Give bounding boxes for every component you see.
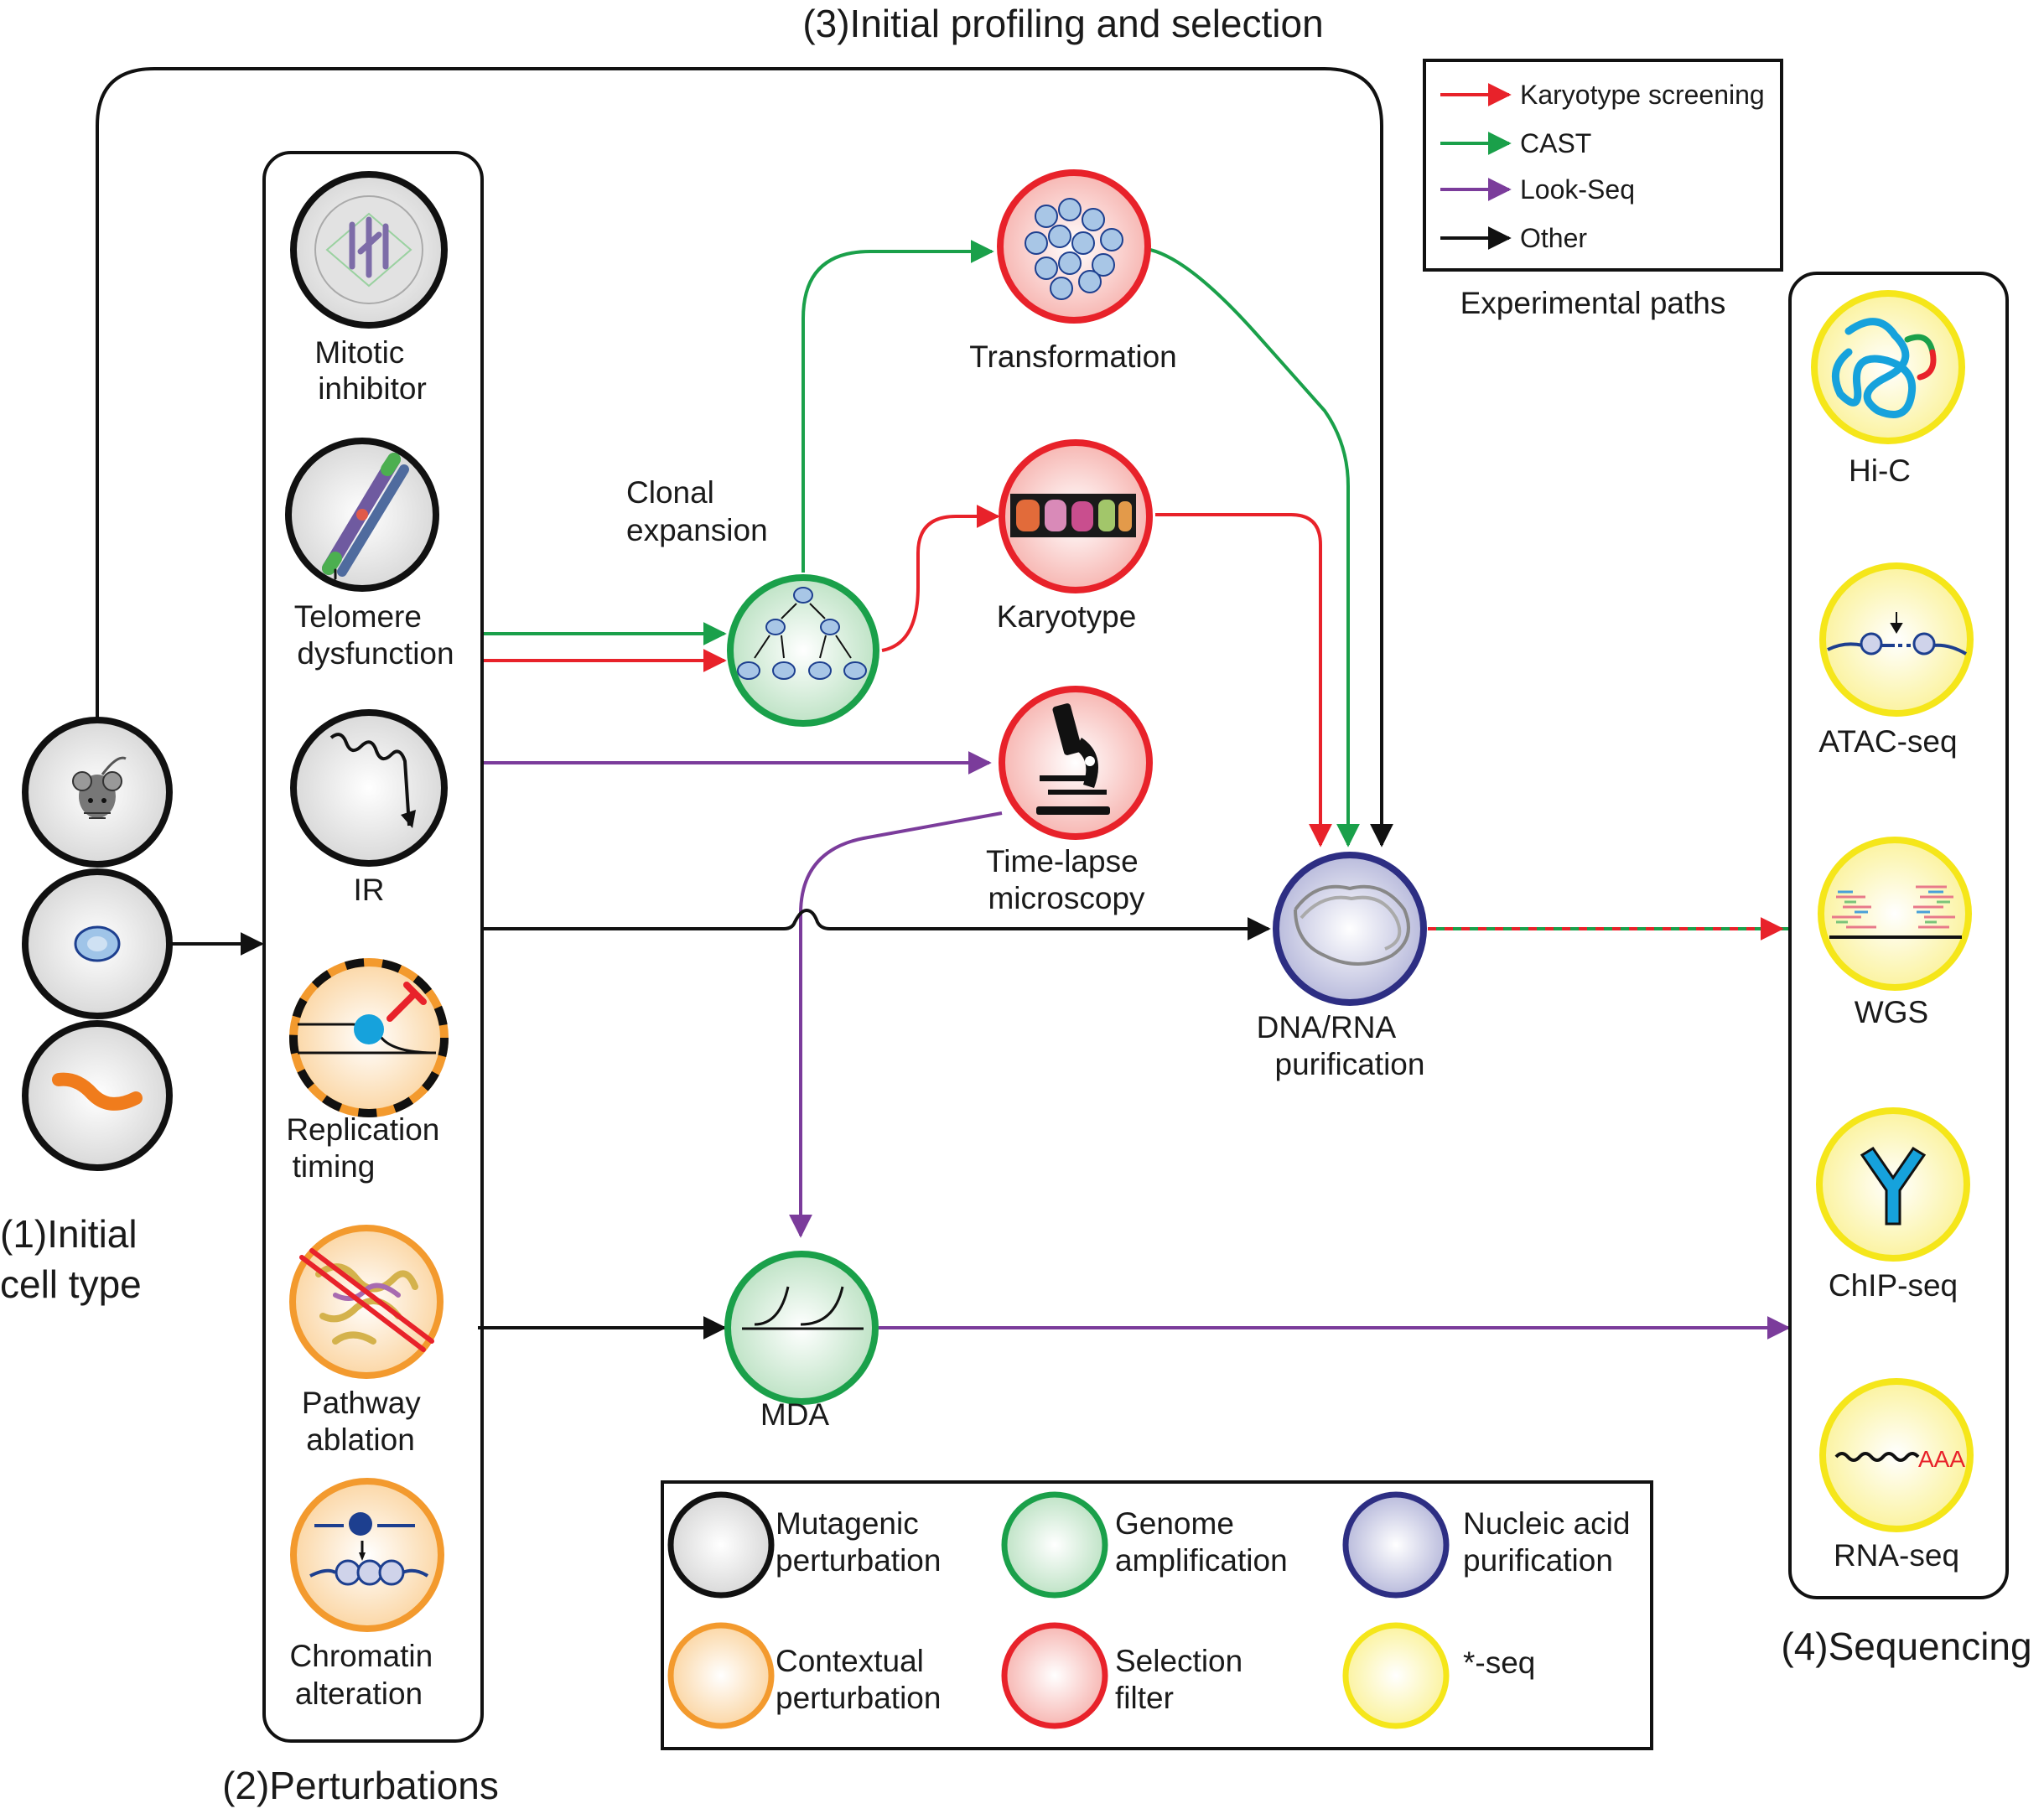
cell-type-mouse[interactable]: [22, 717, 173, 868]
perturbation-ir[interactable]: [290, 709, 448, 867]
svg-text:*-seq: *-seq: [1463, 1645, 1535, 1680]
path-other-to-purification: [484, 908, 1271, 941]
seq-chip-seq[interactable]: [1816, 1107, 1970, 1262]
perturbation-label: IR: [354, 873, 385, 907]
mouse-icon: [72, 756, 127, 819]
path-karyotype-to-purification: [1155, 513, 1332, 847]
svg-text:Karyotype screening: Karyotype screening: [1520, 80, 1765, 110]
seq-atac-seq[interactable]: [1819, 562, 1974, 717]
paths-legend-item-cast: CAST: [1440, 128, 1591, 158]
amplification-strand-icon: [742, 1286, 864, 1330]
cell-lineage-icon: [737, 587, 867, 680]
section-title-initial-cell-type: (1)Initial cell type: [0, 1212, 148, 1306]
paths-legend-item-other: Other: [1440, 223, 1587, 253]
path-cast-to-transformation: [802, 240, 994, 573]
cell-icon: [74, 925, 121, 962]
node-transformation[interactable]: [997, 169, 1151, 324]
mrna-icon: AAA: [1834, 1446, 1965, 1472]
step-label-mda: MDA: [760, 1397, 830, 1432]
path-karyotype-to-karyotype: [881, 505, 1000, 652]
perturbation-pathway-ablation[interactable]: [289, 1225, 444, 1379]
dna-helix-icon: [1294, 884, 1410, 966]
nucleosome-icon: [309, 1512, 429, 1586]
seq-wgs[interactable]: [1818, 837, 1972, 991]
connectors: [96, 67, 1791, 1340]
step-label-transformation: Transformation: [969, 339, 1176, 374]
step-label-clonal: Clonal expansion: [626, 475, 768, 547]
node-mda[interactable]: [724, 1251, 879, 1405]
perturbation-label: Mitotic inhibitor: [314, 335, 426, 406]
cell-type-worm[interactable]: [22, 1020, 173, 1171]
svg-text:Other: Other: [1520, 223, 1587, 253]
microscope-icon: [1036, 703, 1110, 815]
seq-label: ChIP-seq: [1829, 1268, 1958, 1303]
perturbation-replication-timing[interactable]: [289, 958, 449, 1117]
step-label-karyotype: Karyotype: [997, 599, 1137, 634]
paths-legend-item-karyotype: Karyotype screening: [1440, 80, 1765, 110]
perturbation-label: Telomere dysfunction: [294, 599, 454, 671]
node-legend-box: [661, 1480, 1653, 1750]
svg-text:Look-Seq: Look-Seq: [1520, 174, 1635, 205]
perturbation-label: Replication timing: [286, 1112, 448, 1184]
antibody-icon: [1860, 1146, 1927, 1226]
protein-structure-icon: [299, 1248, 434, 1352]
seq-rna-seq[interactable]: AAA: [1819, 1378, 1974, 1532]
paths-legend-title: Experimental paths: [1460, 286, 1726, 320]
seq-label: ATAC-seq: [1818, 724, 1957, 759]
reads-icon: [1829, 885, 1962, 939]
perturbation-label: Chromatin alteration: [290, 1639, 442, 1711]
chromatin-loop-icon: [1831, 318, 1937, 418]
karyogram-icon: [1010, 494, 1136, 537]
mitotic-spindle-icon: [314, 195, 423, 304]
seq-label: RNA-seq: [1834, 1538, 1959, 1573]
section-title-profiling: (3)Initial profiling and selection: [802, 2, 1323, 45]
node-legend-item-seq: *-seq: [1342, 1622, 1535, 1729]
path-cast-to-purification: [1149, 248, 1360, 847]
cell-cluster-icon: [1025, 198, 1123, 300]
radiation-wave-icon: [329, 733, 416, 828]
perturbation-telomere-dysfunction[interactable]: [285, 438, 439, 592]
polya-tail: AAA: [1918, 1446, 1965, 1472]
svg-text:CAST: CAST: [1520, 128, 1591, 158]
replication-fork-icon: [298, 982, 437, 1055]
seq-label: Hi-C: [1849, 453, 1911, 488]
section-title-sequencing: (4)Sequencing: [1781, 1625, 2031, 1668]
cell-type-cell[interactable]: [22, 868, 173, 1019]
chromosome-icon: [322, 453, 409, 580]
seq-hi-c[interactable]: [1811, 290, 1965, 444]
perturbation-label: Pathway ablation: [302, 1386, 429, 1457]
node-karyotype[interactable]: [999, 439, 1153, 593]
worm-icon: [52, 1072, 143, 1111]
sequencing-panel: [1788, 272, 2009, 1599]
transposase-icon: [1827, 612, 1968, 656]
perturbations-panel: [262, 151, 484, 1743]
node-dna-rna-purification[interactable]: [1273, 852, 1427, 1006]
perturbation-chromatin-alteration[interactable]: [290, 1478, 444, 1632]
paths-legend-box: [1423, 59, 1783, 272]
path-other-top-loop: [96, 67, 1393, 847]
paths-legend-item-lookseq: Look-Seq: [1440, 174, 1635, 205]
step-label-purification: DNA/RNA purification: [1257, 1010, 1425, 1081]
section-title-perturbations: (2)Perturbations: [222, 1764, 499, 1807]
step-label-timelapse: Time-lapse microscopy: [986, 844, 1147, 915]
seq-label: WGS: [1855, 995, 1928, 1029]
path-lookseq-to-mda: [789, 811, 1003, 1238]
perturbation-mitotic-inhibitor[interactable]: [290, 171, 448, 329]
node-clonal-expansion[interactable]: [727, 574, 879, 727]
node-time-lapse-microscopy[interactable]: [999, 686, 1153, 840]
